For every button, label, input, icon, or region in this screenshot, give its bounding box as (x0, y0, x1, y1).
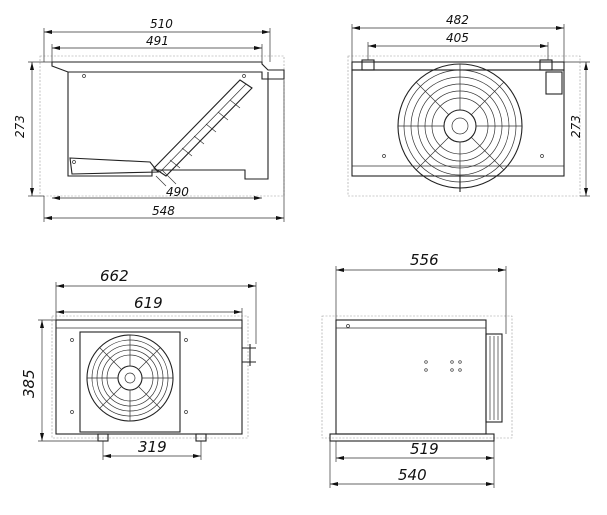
tl-dim-height: 273 (13, 115, 27, 138)
tl-top-plate (51, 61, 285, 80)
bl-housing (55, 319, 243, 435)
tl-coil (153, 79, 253, 187)
br-housing (335, 319, 487, 435)
view-top-left: 510 491 273 490 548 (13, 17, 285, 222)
tl-ghost-outline (39, 55, 285, 197)
tr-fan-icon (397, 63, 523, 192)
bl-fan-icon (86, 334, 174, 422)
view-top-right: 482 405 273 (347, 13, 590, 197)
view-bottom-right: 556 519 540 (321, 251, 513, 488)
tr-dim-inner-width: 405 (446, 31, 469, 45)
tr-ghost-outline (347, 55, 581, 197)
tl-housing (67, 72, 269, 180)
view-bottom-left: 662 619 385 319 (20, 267, 257, 460)
bl-foot-right (195, 433, 207, 442)
bl-ghost-outline (51, 315, 249, 439)
br-dim-overall-width: 556 (410, 251, 439, 269)
br-dim-base-inner: 519 (410, 440, 439, 458)
br-ghost-outline (321, 315, 513, 439)
bl-service-valves (242, 344, 256, 366)
tr-dim-overall-width: 482 (446, 13, 469, 27)
bl-fan-panel (79, 331, 181, 433)
br-base-frame (329, 433, 495, 442)
tr-junction-box (545, 71, 563, 95)
bl-dim-inner-width: 619 (134, 294, 163, 312)
tl-drain-tray (69, 157, 160, 175)
tr-top-plate (351, 61, 565, 71)
br-dim-base-outer: 540 (398, 466, 427, 484)
tl-dim-inner-width: 491 (146, 34, 169, 48)
br-coil-block (485, 333, 503, 423)
bl-dim-feet: 319 (138, 438, 167, 456)
tl-dim-coil: 490 (166, 185, 189, 199)
bl-foot-left (97, 433, 109, 442)
tr-dim-height: 273 (569, 115, 583, 138)
bl-dim-height: 385 (20, 369, 38, 398)
tl-dim-overall-width: 510 (150, 17, 173, 31)
tr-housing (351, 69, 565, 177)
bl-dim-overall-width: 662 (100, 267, 129, 285)
tl-dim-total: 548 (152, 204, 175, 218)
